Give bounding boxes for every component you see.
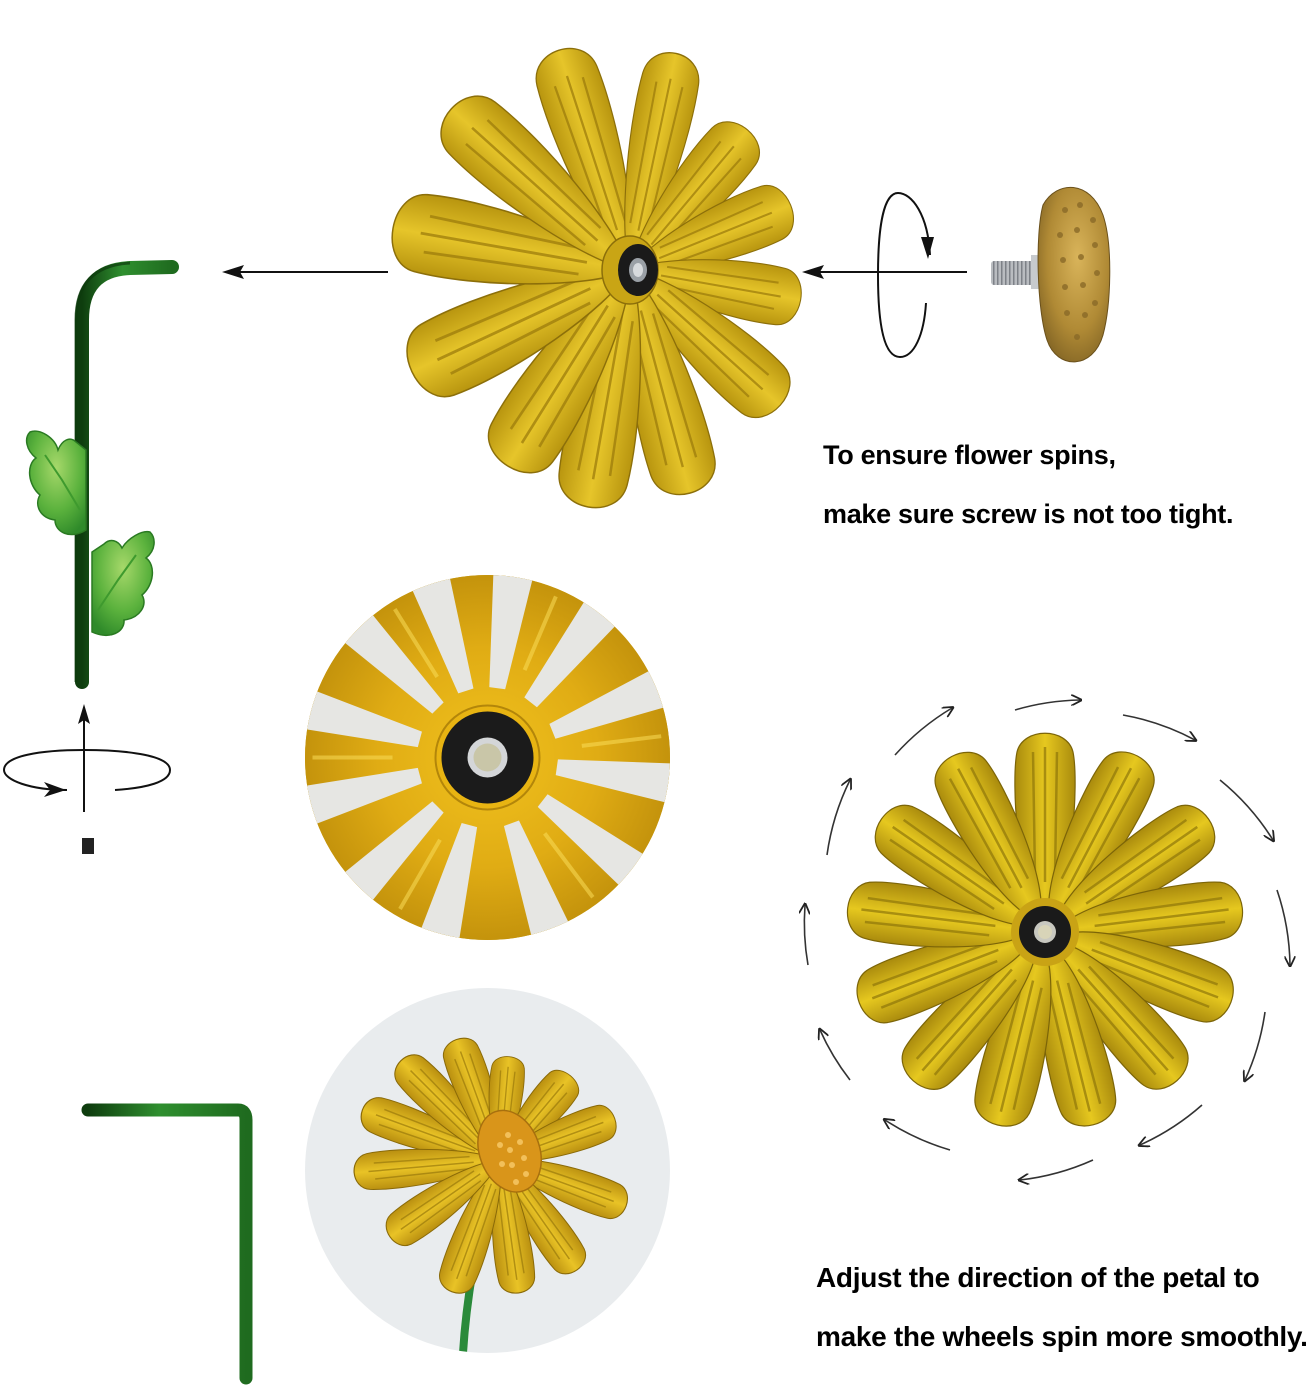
spin-arrow-icon bbox=[1276, 889, 1290, 965]
screw-note-line-2: make sure screw is not too tight. bbox=[823, 499, 1234, 529]
spin-flower-illustration bbox=[780, 670, 1310, 1210]
screw-icon bbox=[991, 261, 1035, 285]
arrow-flower-to-stem-icon bbox=[220, 262, 390, 282]
flower-head-illustration bbox=[384, 0, 807, 540]
spin-arrow-icon bbox=[1219, 779, 1273, 840]
assembled-flower-photo bbox=[305, 988, 670, 1353]
spin-arrow-icon bbox=[1245, 1011, 1266, 1080]
spin-arrow-icon bbox=[1122, 714, 1195, 740]
spin-arrow-icon bbox=[820, 1030, 851, 1081]
stem-rod bbox=[75, 260, 179, 689]
spin-arrow-icon bbox=[1140, 1104, 1203, 1145]
spin-arrow-icon bbox=[1014, 700, 1080, 711]
screw-note-line-1: To ensure flower spins, bbox=[823, 440, 1116, 470]
petal-note-line-2: make the wheels spin more smoothly. bbox=[816, 1321, 1308, 1352]
bearing-closeup-photo bbox=[305, 575, 670, 940]
spin-arrow-icon bbox=[826, 780, 850, 856]
arrow-cap-to-flower-icon bbox=[800, 185, 970, 365]
arrow-stake-to-stem-icon bbox=[0, 700, 175, 815]
leaf-icon bbox=[25, 430, 87, 536]
spin-arrow-icon bbox=[804, 905, 808, 966]
upper-stem-illustration bbox=[0, 240, 200, 690]
spin-arrow-icon bbox=[885, 1120, 951, 1151]
lower-stake-illustration bbox=[70, 838, 260, 1385]
center-cap-screw-illustration bbox=[985, 175, 1115, 370]
spin-arrow-icon bbox=[894, 708, 952, 756]
spin-arrows bbox=[804, 700, 1290, 1180]
leaf-icon bbox=[91, 530, 155, 636]
petal-note-line-1: Adjust the direction of the petal to bbox=[816, 1262, 1260, 1293]
spin-arrow-icon bbox=[1020, 1159, 1094, 1180]
